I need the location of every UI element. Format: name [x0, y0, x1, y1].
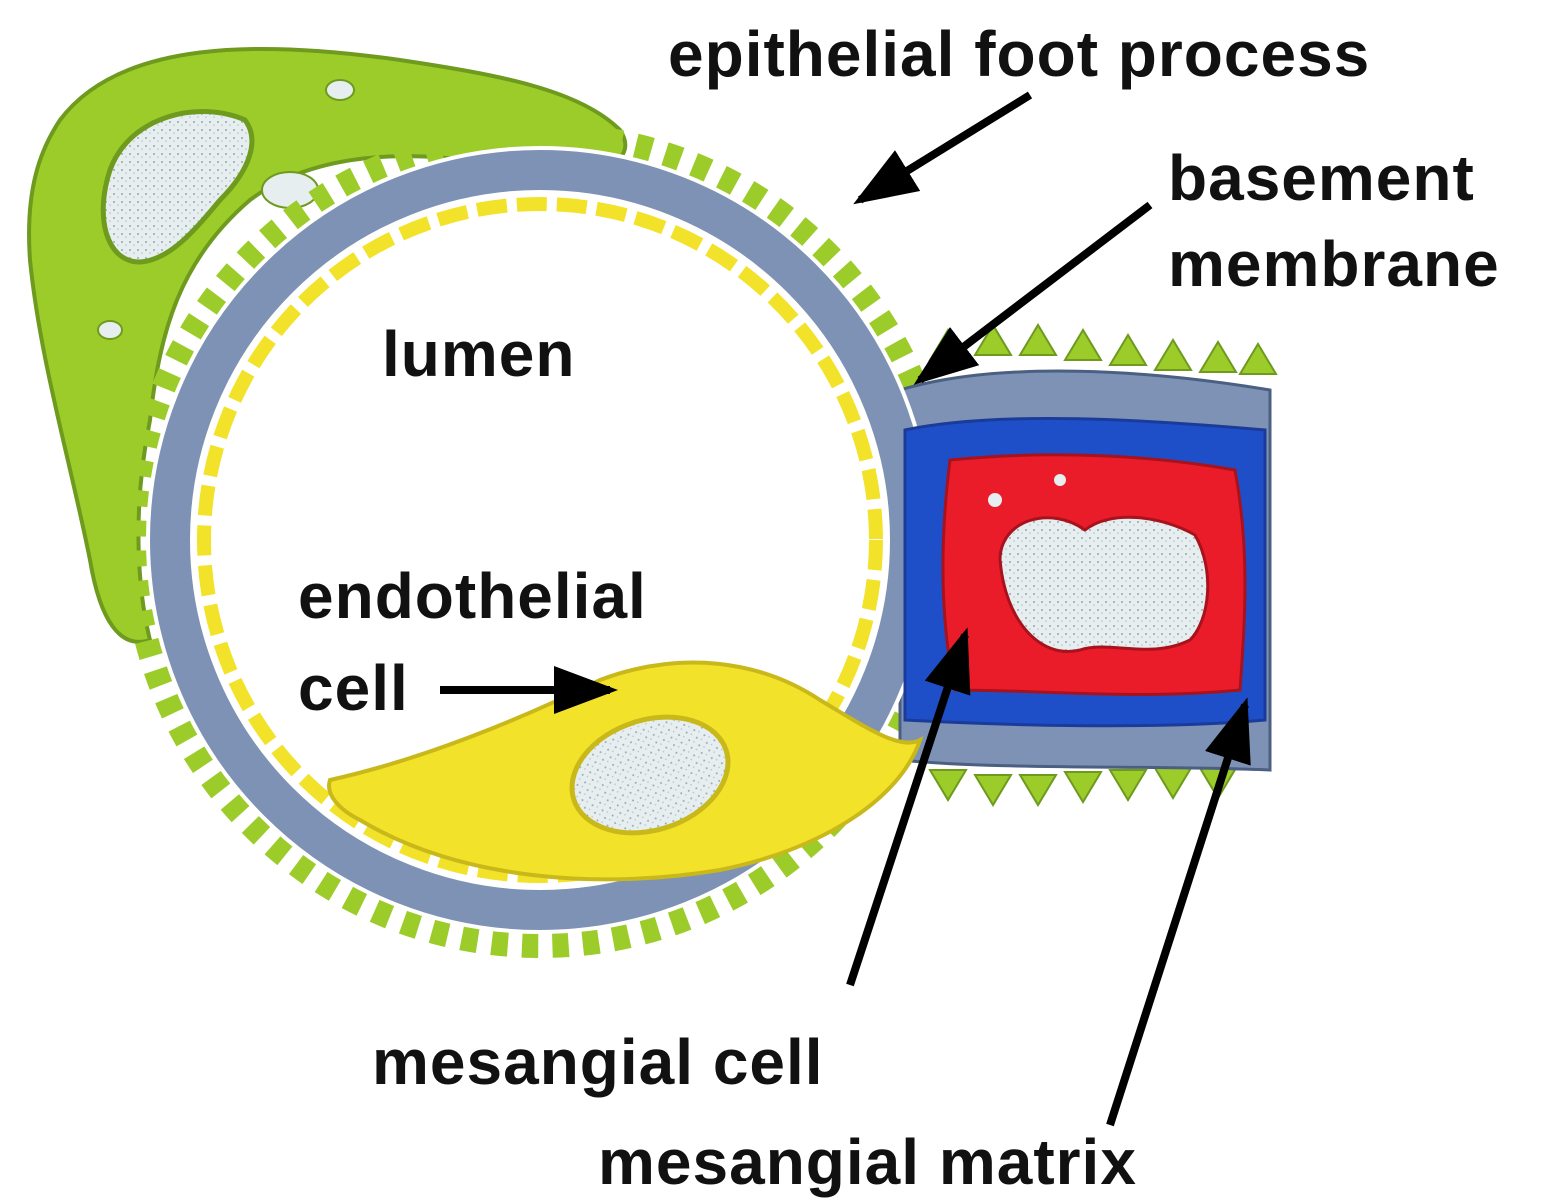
label-mesangial-cell: mesangial cell	[372, 1030, 824, 1094]
label-mesangial-matrix: mesangial matrix	[598, 1130, 1137, 1194]
label-basement-membrane-line2: membrane	[1168, 232, 1500, 296]
label-epithelial-foot-process: epithelial foot process	[668, 22, 1370, 86]
label-endothelial-cell-line2: cell	[298, 656, 409, 720]
label-endothelial-cell-line1: endothelial	[298, 564, 647, 628]
mesangial-nucleus	[1000, 517, 1208, 651]
label-basement-membrane-line1: basement	[1168, 146, 1475, 210]
arrow-epithelial-foot-process	[860, 95, 1030, 200]
label-lumen: lumen	[382, 322, 575, 386]
